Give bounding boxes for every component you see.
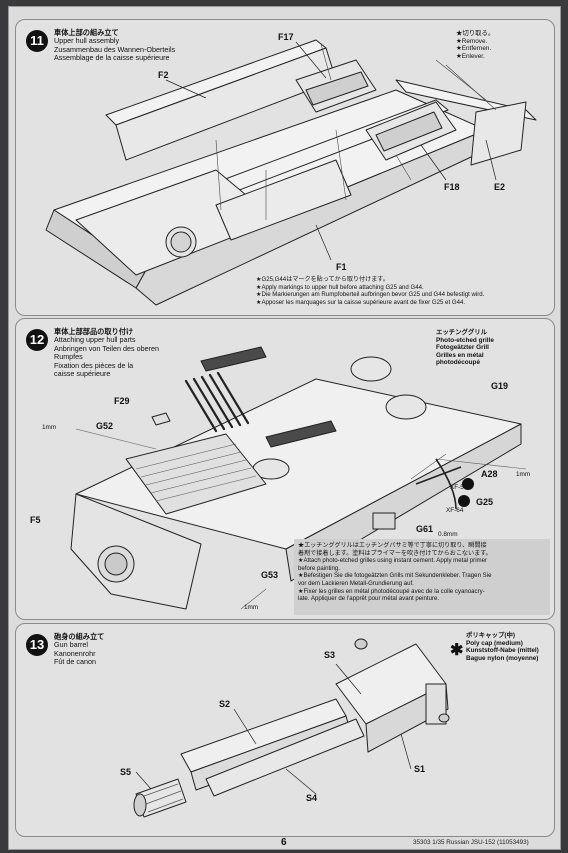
gun-barrel-drawing: [133, 638, 450, 818]
size-wire: 0.8mm: [438, 531, 458, 538]
step-12-panel: 12 車体上部部品の取り付け Attaching upper hull part…: [15, 318, 555, 620]
part-label-s3: S3: [324, 650, 336, 660]
title-jp: 砲身の組み立て: [54, 632, 105, 641]
page-number: 6: [281, 837, 287, 848]
step-11-panel: 11 車体上部の組み立て Upper hull assembly Zusamme…: [15, 19, 555, 316]
title-de: Anbringen von Teilen des oberen: [54, 343, 159, 353]
paint-xf56: XF-56: [450, 484, 468, 491]
paint-xf64: XF-64: [446, 507, 464, 514]
polycap-label: ポリキャップ(中) Poly cap (medium) Kunststoff-N…: [466, 632, 539, 662]
part-label-g25: G25: [476, 497, 494, 507]
title-en: Upper hull assembly: [54, 36, 120, 46]
title-de: Zusammenbau des Wannen-Oberteils: [54, 44, 176, 54]
title-de: Kanonenrohr: [54, 648, 96, 658]
part-label-f5: F5: [30, 515, 41, 525]
step-13-panel: 13 砲身の組み立て Gun barrel Kanonenrohr Fût de…: [15, 623, 555, 837]
step-title: 車体上部の組み立て Upper hull assembly Zusammenba…: [54, 28, 176, 63]
title-fr: Fût de canon: [54, 657, 96, 667]
part-label-g19: G19: [491, 381, 509, 391]
step-title: 車体上部部品の取り付け Attaching upper hull parts A…: [54, 327, 159, 379]
size-left-1mm: 1mm: [42, 424, 57, 431]
part-label-f1: F1: [336, 262, 347, 272]
part-label-f2: F2: [158, 70, 169, 80]
grille-label: エッチンググリル Photo-etched grille Fotogeätzte…: [436, 329, 494, 367]
part-label-s2: S2: [219, 699, 231, 709]
step-number: 13: [26, 634, 48, 656]
part-label-s1: S1: [414, 764, 426, 774]
title-en: Gun barrel: [54, 640, 88, 650]
polycap-asterisk-icon: ✱: [450, 642, 464, 659]
markings-note: ★G25,G44はマークを貼ってから取り付けます。 ★Apply marking…: [256, 276, 485, 306]
part-label-f18: F18: [444, 182, 460, 192]
part-label-g53: G53: [261, 570, 279, 580]
step-number: 12: [26, 329, 48, 351]
grille-note: ★エッチンググリルはエッチングバサミ等で丁寧に切り取り、瞬間接 着剤で接着します…: [298, 542, 492, 603]
part-label-f29: F29: [114, 396, 130, 406]
part-label-f17: F17: [278, 32, 294, 42]
title-jp: 車体上部の組み立て: [54, 28, 119, 37]
size-bottom-1mm: 1mm: [244, 604, 259, 611]
title-jp: 車体上部部品の取り付け: [54, 327, 134, 336]
part-label-g61: G61: [416, 524, 434, 534]
upper-hull-drawing: [45, 39, 537, 306]
size-right-1mm: 1mm: [516, 471, 531, 478]
title-fr: Assemblage de la caisse supérieure: [54, 53, 170, 63]
title-fr: Fixation des pièces de la: [54, 360, 134, 370]
kit-code: 35303 1/35 Russian JSU-152 (11053493): [413, 839, 529, 846]
part-label-a28: A28: [481, 469, 498, 479]
title-en: Attaching upper hull parts: [54, 335, 136, 345]
part-label-s5: S5: [120, 767, 132, 777]
remove-note: ★切り取る。 ★Remove. ★Entfernen. ★Enlever.: [456, 30, 495, 60]
part-label-s4: S4: [306, 793, 318, 803]
part-label-e2: E2: [494, 182, 506, 192]
instruction-sheet: 11 車体上部の組み立て Upper hull assembly Zusamme…: [8, 6, 561, 850]
part-label-g52: G52: [96, 421, 114, 431]
step-number: 11: [26, 30, 48, 52]
step-title: 砲身の組み立て Gun barrel Kanonenrohr Fût de ca…: [54, 632, 105, 667]
grille-note-box: [294, 539, 550, 615]
